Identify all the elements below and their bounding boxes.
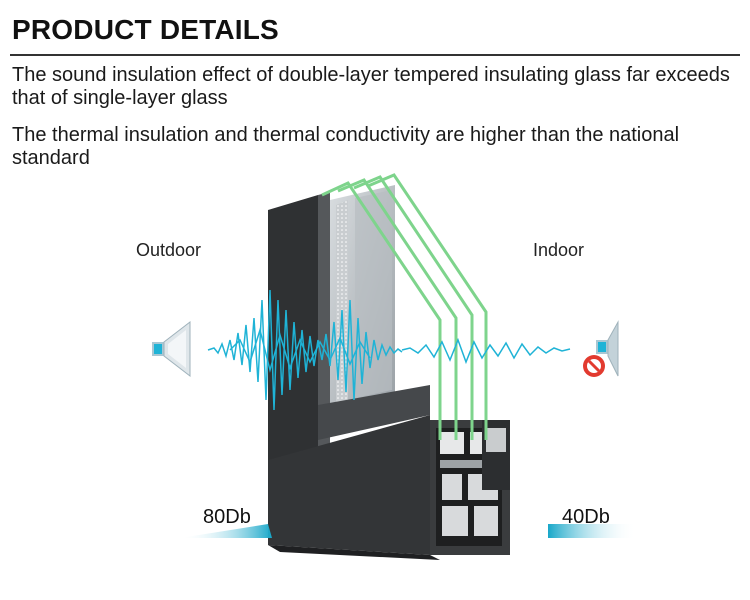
outdoor-level-bar [180, 524, 272, 538]
profile-cross-section [430, 420, 510, 555]
sound-wave [207, 289, 571, 411]
outdoor-label: Outdoor [136, 240, 202, 260]
speaker-muted-icon [583, 320, 619, 377]
page-title: PRODUCT DETAILS [12, 14, 279, 45]
thermal-insulation-text: The thermal insulation and thermal condu… [12, 124, 680, 169]
double-glass-edges [321, 173, 488, 440]
speaker-icon [152, 320, 191, 378]
window-frame [268, 185, 440, 560]
title-divider [10, 54, 740, 56]
sound-insulation-text: The sound insulation effect of double-la… [12, 64, 730, 109]
indoor-level-bar [548, 524, 636, 538]
indoor-decibel-value: 40Db [562, 506, 610, 528]
indoor-label: Indoor [533, 240, 585, 260]
outdoor-decibel-value: 80Db [203, 506, 251, 528]
